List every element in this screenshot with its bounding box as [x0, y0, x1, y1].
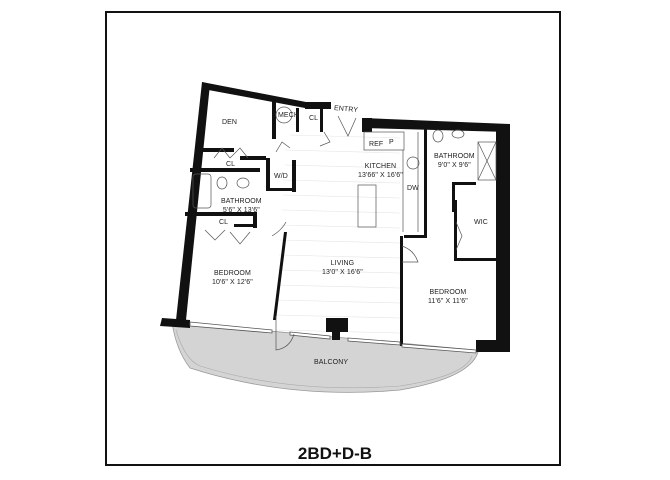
balcony-area [171, 321, 479, 393]
plan-border [105, 11, 561, 466]
room-label-mech: MECH [278, 112, 300, 119]
room-label-cl-bedroom: CL [219, 219, 229, 226]
plan-title: 2BD+D-B [297, 444, 373, 463]
windows [189, 321, 477, 354]
room-label-wic: WIC [474, 219, 488, 226]
walls [160, 82, 510, 352]
room-label-dw: DW [407, 185, 419, 192]
floor-hatching [274, 134, 401, 334]
room-label-den: DEN [222, 119, 238, 126]
room-label-balcony: BALCONY [314, 359, 349, 366]
room-label-cl-den: CL [226, 161, 236, 168]
room-label-ref: REF [369, 141, 384, 148]
room-label-cl-entry: CL [309, 115, 319, 122]
fixtures [192, 106, 497, 351]
room-label-pantry: P [389, 139, 394, 146]
room-label-wd: W/D [274, 173, 288, 180]
